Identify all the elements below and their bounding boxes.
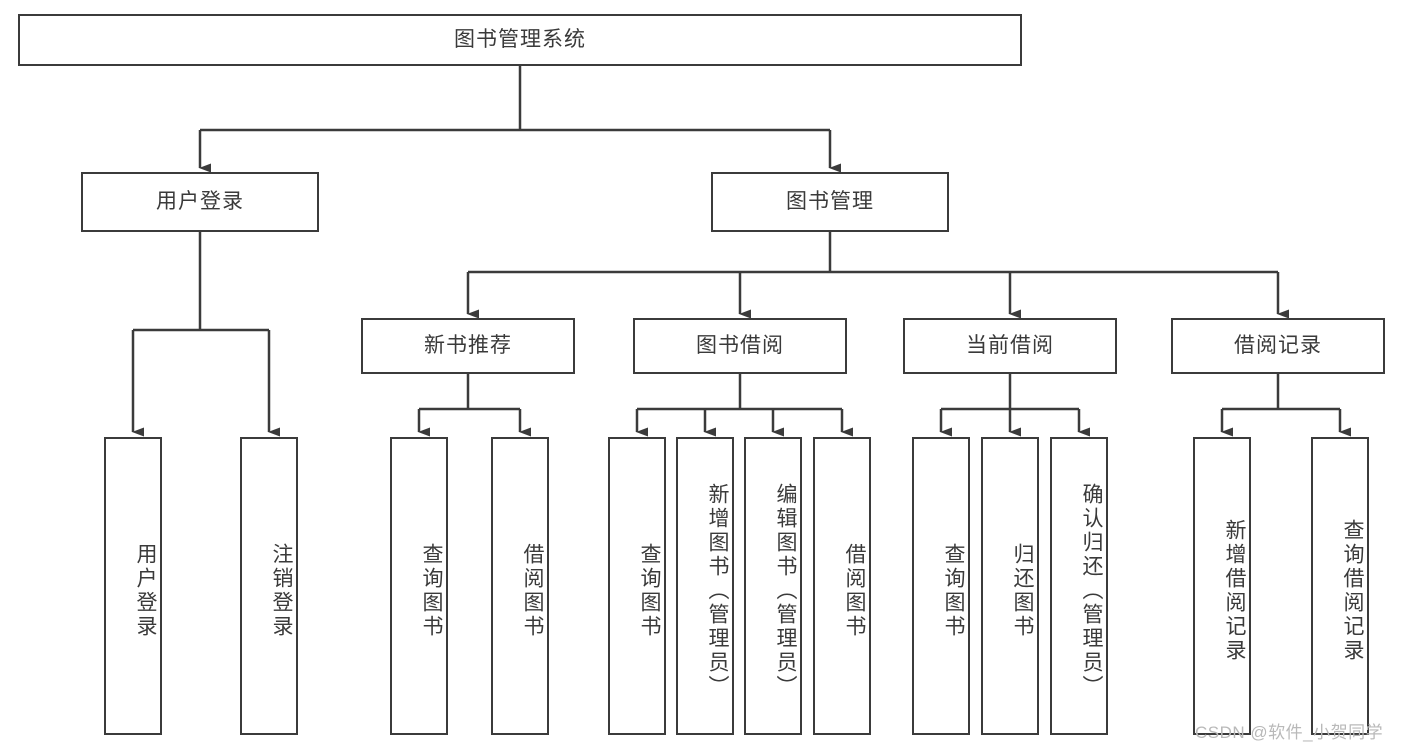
node-label: 图书管理系统 bbox=[454, 28, 586, 52]
node-label: 查询借阅记录 bbox=[1341, 519, 1364, 663]
node-label: 新增借阅记录 bbox=[1223, 519, 1246, 663]
node-leaf-query-book-2[interactable]: 查询图书 bbox=[608, 437, 666, 735]
node-new-book-recommend[interactable]: 新书推荐 bbox=[361, 318, 575, 374]
node-label: 用户登录 bbox=[134, 543, 157, 639]
node-label: 查询图书 bbox=[638, 543, 661, 639]
node-leaf-borrow-book-2[interactable]: 借阅图书 bbox=[813, 437, 871, 735]
node-label: 编辑图书（管理员） bbox=[774, 483, 797, 699]
node-leaf-add-record[interactable]: 新增借阅记录 bbox=[1193, 437, 1251, 735]
node-label: 图书借阅 bbox=[696, 334, 784, 358]
node-label: 借阅图书 bbox=[521, 543, 544, 639]
node-leaf-return-book[interactable]: 归还图书 bbox=[981, 437, 1039, 735]
node-current-borrow[interactable]: 当前借阅 bbox=[903, 318, 1117, 374]
node-leaf-logout-login[interactable]: 注销登录 bbox=[240, 437, 298, 735]
node-label: 查询图书 bbox=[942, 543, 965, 639]
node-leaf-confirm-return[interactable]: 确认归还（管理员） bbox=[1050, 437, 1108, 735]
node-label: 注销登录 bbox=[270, 543, 293, 639]
node-leaf-borrow-book-1[interactable]: 借阅图书 bbox=[491, 437, 549, 735]
node-label: 新书推荐 bbox=[424, 334, 512, 358]
node-label: 确认归还（管理员） bbox=[1080, 483, 1103, 699]
node-leaf-user-login[interactable]: 用户登录 bbox=[104, 437, 162, 735]
node-user-login[interactable]: 用户登录 bbox=[81, 172, 319, 232]
node-label: 借阅图书 bbox=[843, 543, 866, 639]
csdn-watermark: CSDN @软件_小贺同学 bbox=[1195, 723, 1384, 742]
node-label: 当前借阅 bbox=[966, 334, 1054, 358]
node-leaf-query-book-3[interactable]: 查询图书 bbox=[912, 437, 970, 735]
node-label: 借阅记录 bbox=[1234, 334, 1322, 358]
node-leaf-add-book[interactable]: 新增图书（管理员） bbox=[676, 437, 734, 735]
node-label: 新增图书（管理员） bbox=[706, 483, 729, 699]
node-borrow-record[interactable]: 借阅记录 bbox=[1171, 318, 1385, 374]
node-label: 归还图书 bbox=[1011, 543, 1034, 639]
node-book-management-system[interactable]: 图书管理系统 bbox=[18, 14, 1022, 66]
node-leaf-edit-book[interactable]: 编辑图书（管理员） bbox=[744, 437, 802, 735]
node-book-management[interactable]: 图书管理 bbox=[711, 172, 949, 232]
node-leaf-query-record[interactable]: 查询借阅记录 bbox=[1311, 437, 1369, 735]
node-label: 查询图书 bbox=[420, 543, 443, 639]
node-label: 图书管理 bbox=[786, 190, 874, 214]
node-leaf-query-book-1[interactable]: 查询图书 bbox=[390, 437, 448, 735]
node-book-borrow[interactable]: 图书借阅 bbox=[633, 318, 847, 374]
node-label: 用户登录 bbox=[156, 190, 244, 214]
